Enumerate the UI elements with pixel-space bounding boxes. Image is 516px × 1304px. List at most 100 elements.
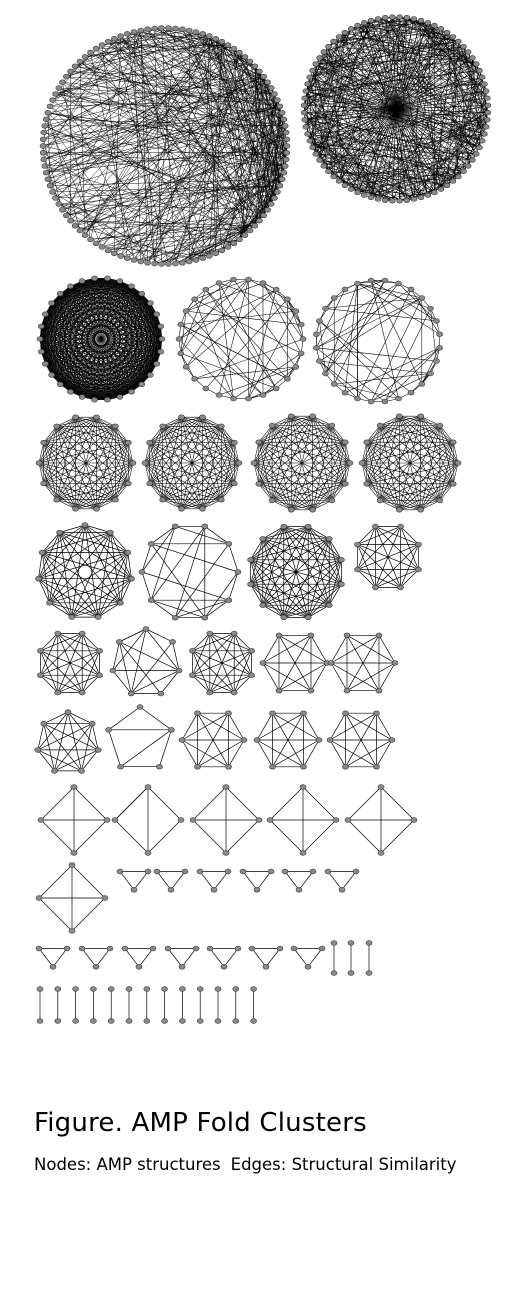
amp-structure-node [262,964,270,970]
similarity-edge [312,147,477,155]
similarity-edge [181,417,235,484]
amp-structure-node [72,986,79,992]
amp-structure-node [417,507,425,513]
similarity-edge [144,426,222,464]
similarity-edge [43,442,97,509]
similarity-edge [147,819,182,854]
similarity-edge [120,578,132,603]
similarity-edge [361,425,441,464]
cluster-c2 [300,14,492,204]
similarity-edge [233,191,278,244]
amp-structure-node [143,986,151,992]
similarity-edge [379,425,421,510]
amp-structure-node [215,280,223,286]
amp-structure-node [76,227,84,234]
similarity-edge [94,278,121,398]
amp-structure-node [178,414,185,420]
amp-structure-node [407,390,415,396]
amp-structure-node [182,308,190,314]
fold-cluster-networks [34,14,492,1024]
similarity-edge [344,347,440,393]
amp-structure-node [418,295,426,301]
similarity-edge [378,662,396,691]
similarity-edge [62,209,162,265]
similarity-edge [319,360,372,402]
amp-structure-node [234,569,242,575]
amp-structure-node [313,345,320,351]
similarity-edge [49,602,72,618]
amp-structure-node [397,523,404,530]
amp-structure-node [54,986,62,992]
amp-structure-node [71,63,79,69]
amp-structure-node [138,291,146,297]
cluster-c16 [189,630,255,696]
similarity-edge [192,633,235,676]
amp-structure-node [320,49,327,55]
amp-structure-node [232,1018,240,1024]
amp-structure-node [41,163,49,169]
amp-structure-node [389,14,396,20]
similarity-edge [90,220,260,240]
amp-structure-node [275,687,283,694]
amp-structure-node [278,176,286,182]
similarity-edge [384,17,429,196]
amp-structure-node [312,151,319,157]
similarity-edge [140,30,283,113]
similarity-edge [192,786,227,821]
amp-structure-node [112,423,119,429]
similarity-edge [366,416,400,484]
similarity-edge [221,442,235,500]
amp-structure-node [72,1018,79,1024]
amp-structure-node [301,117,308,123]
amp-structure-node [37,349,45,355]
cluster-c20 [105,704,175,770]
amp-structure-node [151,25,158,32]
similarity-edge [316,347,437,362]
similarity-edge [291,416,346,484]
amp-structure-node [179,986,186,992]
similarity-edge [328,46,372,198]
similarity-edge [127,33,210,257]
amp-structure-node [341,390,349,396]
similarity-edge [253,416,292,464]
amp-structure-node [330,381,338,387]
similarity-edge [370,280,399,399]
amp-structure-node [476,67,483,74]
similarity-edge [262,635,280,664]
similarity-edge [96,417,134,464]
similarity-edge [59,532,121,604]
similarity-edge [250,538,264,560]
similarity-edge [274,179,283,199]
similarity-edge [315,41,459,65]
similarity-edge [325,280,386,374]
similarity-edge [307,83,379,200]
amp-structure-node [484,102,492,108]
amp-structure-node [396,198,403,204]
similarity-edge [291,416,333,501]
amp-structure-node [125,1018,133,1024]
similarity-edge [41,351,132,393]
cluster-c37 [78,945,114,970]
similarity-edge [43,711,69,725]
similarity-edge [127,33,283,180]
amp-structure-node [40,720,48,727]
similarity-edge [350,18,414,29]
similarity-edge [319,320,326,374]
amp-structure-node [70,850,78,856]
similarity-edge [45,314,95,400]
similarity-edge [45,293,142,365]
similarity-edge [302,786,337,821]
similarity-edge [144,462,150,484]
similarity-edge [399,415,440,426]
similarity-edge [283,538,330,618]
similarity-edge [272,500,313,511]
similarity-edge [51,280,83,304]
amp-structure-node [281,163,289,169]
similarity-edge [218,366,296,396]
similarity-edge [42,552,132,580]
similarity-edge [430,308,437,362]
amp-structure-node [481,81,488,87]
amp-structure-node [111,250,118,257]
similarity-edge [145,628,180,671]
amp-structure-node [91,397,98,403]
